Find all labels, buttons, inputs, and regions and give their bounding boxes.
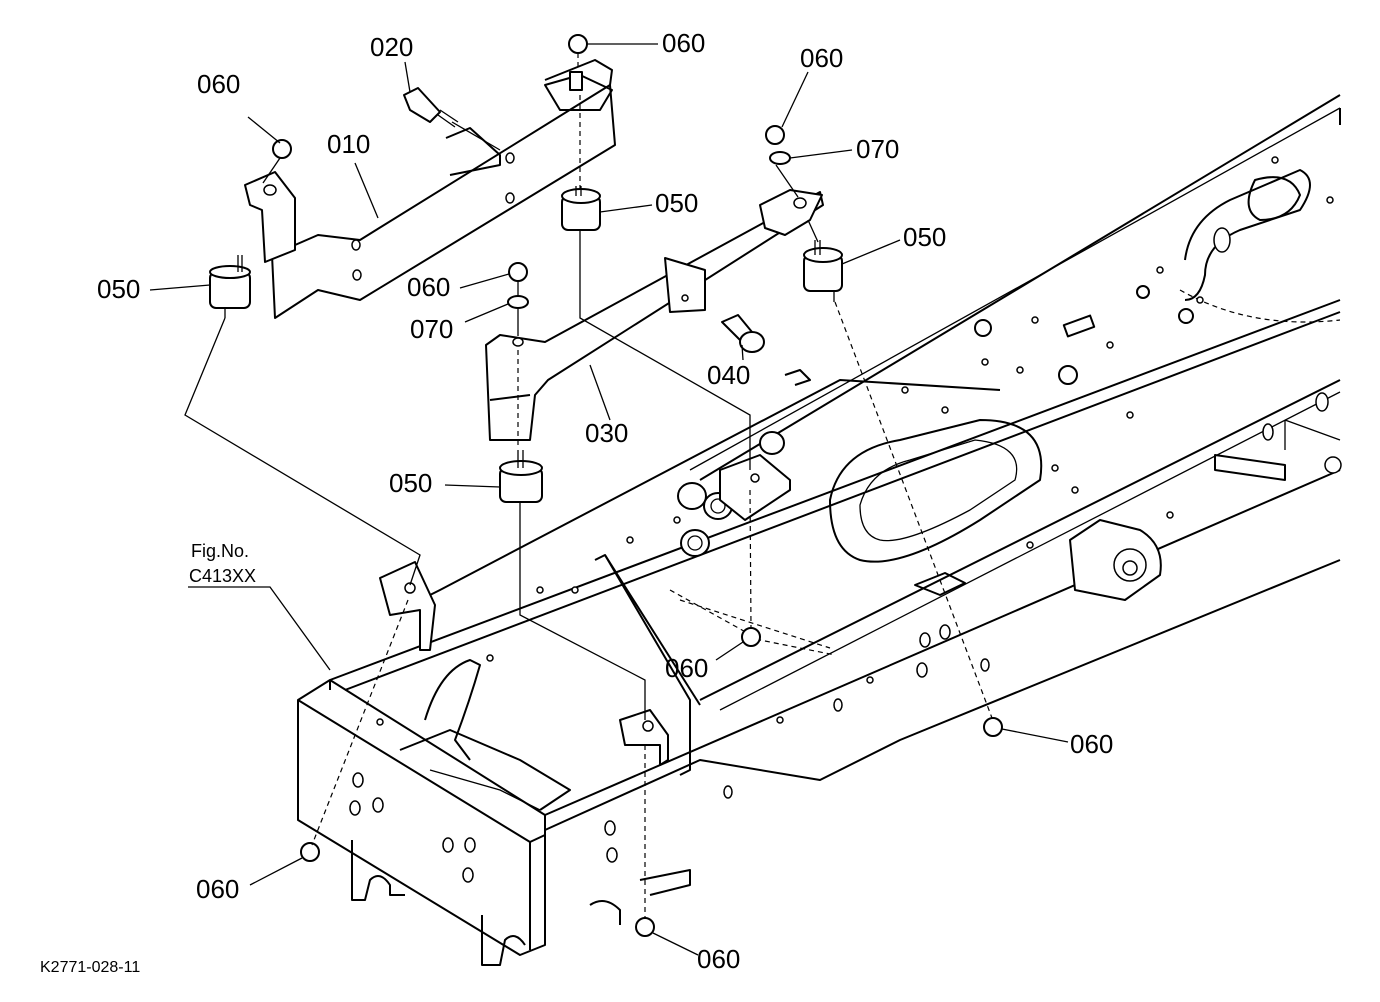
callout-labels: 060 020 010 060 060 070 050 050 050 060 … <box>97 28 1113 974</box>
callout-010: 010 <box>327 129 370 159</box>
callout-060: 060 <box>662 28 705 58</box>
rubber-mount-050 <box>209 186 843 515</box>
chassis-frame <box>297 94 1342 966</box>
callout-060: 060 <box>407 272 450 302</box>
callout-070: 070 <box>410 314 453 344</box>
nut-060 <box>272 34 1003 937</box>
callout-060: 060 <box>1070 729 1113 759</box>
callout-060: 060 <box>697 944 740 974</box>
callout-050: 050 <box>97 274 140 304</box>
callout-060: 060 <box>196 874 239 904</box>
bolt-040 <box>721 314 765 353</box>
bracket-030 <box>485 189 824 441</box>
assembly-lines <box>184 53 993 918</box>
callout-050: 050 <box>389 468 432 498</box>
callout-060: 060 <box>800 43 843 73</box>
bracket-010 <box>244 59 616 319</box>
callout-050: 050 <box>903 222 946 252</box>
fig-label: Fig.No. <box>191 541 249 561</box>
callout-030: 030 <box>585 418 628 448</box>
leader-lines <box>149 43 1069 956</box>
fig-number: C413XX <box>189 566 256 586</box>
callout-020: 020 <box>370 32 413 62</box>
callout-060: 060 <box>197 69 240 99</box>
figure-reference: Fig.No. C413XX <box>189 541 256 586</box>
callout-040: 040 <box>707 360 750 390</box>
bolt-020 <box>403 87 459 128</box>
callout-070: 070 <box>856 134 899 164</box>
callout-060: 060 <box>665 653 708 683</box>
callout-050: 050 <box>655 188 698 218</box>
document-id: K2771-028-11 <box>40 959 140 976</box>
